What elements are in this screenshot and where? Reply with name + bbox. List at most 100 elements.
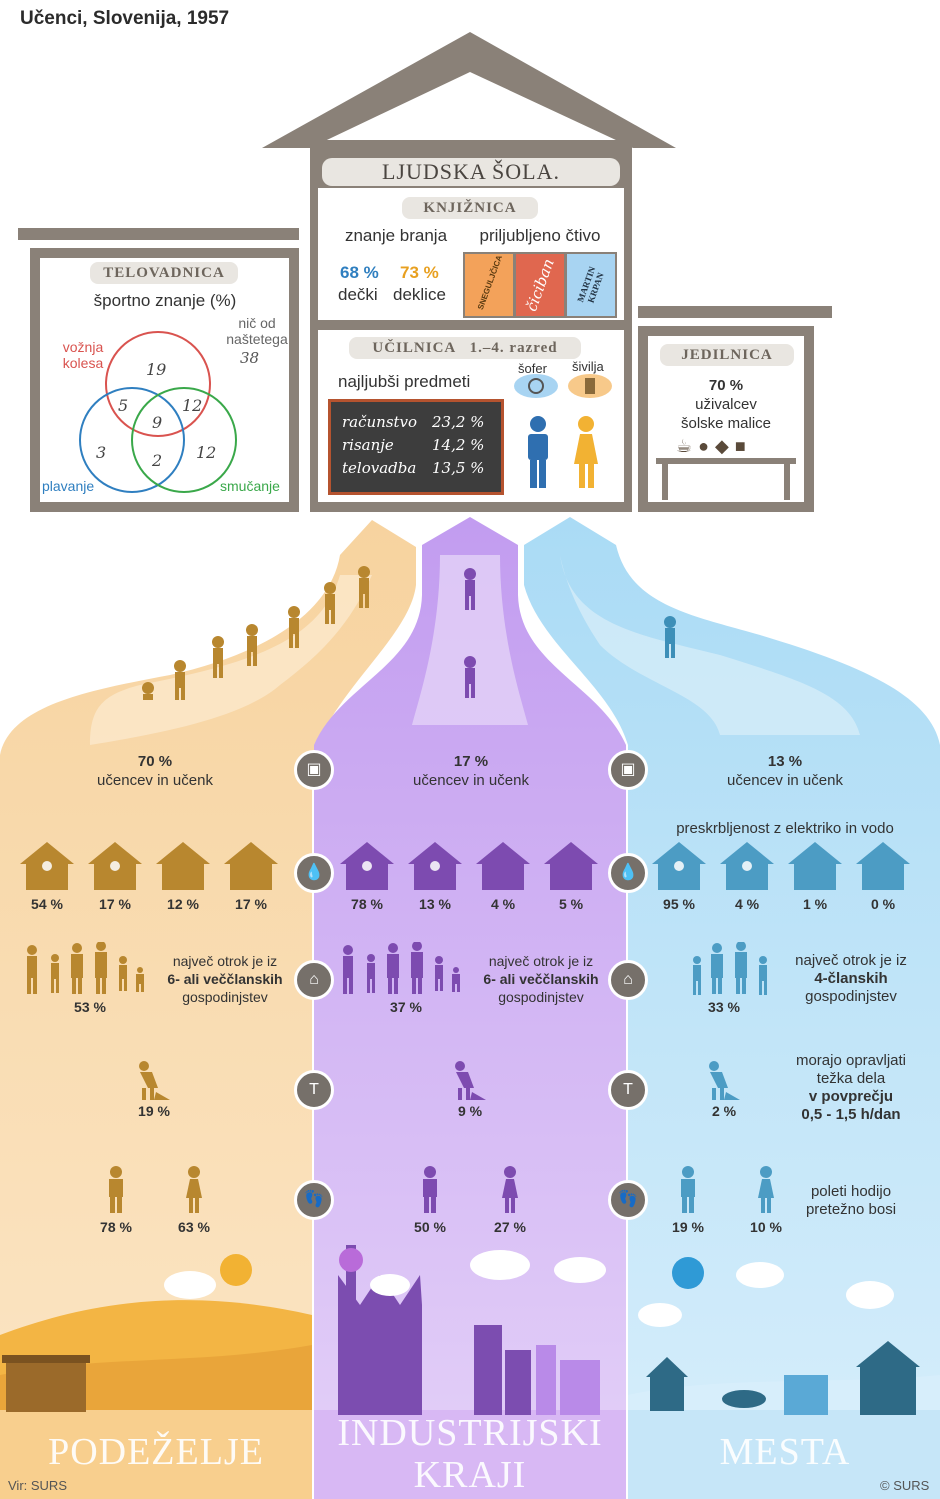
subject-name: telovadba [342, 459, 417, 477]
city-share-pct: 13 % [767, 753, 803, 770]
subject-value: 23,2 % [432, 413, 485, 431]
city-family-text: največ otrok je iz 4-članskih gospodinjs… [776, 952, 926, 1006]
sun-icon [220, 1254, 252, 1286]
subject-name: računstvo [342, 413, 418, 431]
hammer-icon: T [608, 1070, 648, 1110]
region-city: MESTA [719, 1431, 851, 1473]
family-text-line: gospodinjstev [805, 988, 897, 1005]
family-text-line: največ otrok je iz [172, 953, 278, 969]
family-text-line: gospodinjstev [498, 989, 584, 1005]
venn-none-value: 38 [240, 349, 260, 367]
venn-swimming-label: plavanje [42, 478, 95, 494]
utility-pct: 78 % [351, 896, 383, 912]
favorite-subjects-label: najljubši predmeti [338, 372, 471, 391]
venn-all-three: 9 [152, 413, 163, 432]
steering-wheel-icon [528, 378, 544, 394]
footprint-icon: 👣 [294, 1180, 334, 1220]
venn-swimming-skiing: 2 [152, 451, 163, 470]
rural-family-text: največ otrok je iz 6- ali veččlanskih go… [150, 952, 300, 1006]
venn-swimming-only: 3 [96, 443, 107, 462]
utility-pct: 17 % [99, 896, 131, 912]
walking-children [142, 566, 676, 700]
industrial-family-pct: 37 % [390, 999, 422, 1015]
industrial-work-pct: 9 % [457, 1103, 483, 1119]
school-bag-icon: ▣ [294, 750, 334, 790]
rural-boys-barefoot: 78 % [100, 1219, 132, 1235]
barefoot-text-line: pretežno bosi [805, 1201, 897, 1218]
boy-dream-label: šofer [518, 361, 547, 376]
book-martin-krpan: MARTIN KRPAN [565, 252, 617, 318]
boys-label: dečki [338, 285, 378, 304]
year-label: 1957 [438, 102, 502, 138]
family-figures [27, 942, 767, 995]
region-industrial: INDUSTRIJSKI KRAJI [337, 1412, 603, 1496]
utility-pct: 54 % [31, 896, 63, 912]
book-sneguljcica: SNEGULJČICA [463, 252, 515, 318]
industrial-girls-barefoot: 27 % [494, 1219, 526, 1235]
venn-cycling-swimming: 5 [118, 396, 129, 415]
book-ciciban: čiciban [514, 252, 566, 318]
utility-pct: 95 % [663, 896, 695, 912]
industrial-family-text: največ otrok je iz 6- ali veččlanskih go… [466, 952, 616, 1006]
thread-spool-icon [585, 378, 595, 394]
cup-icon: ☕ [676, 436, 699, 456]
rural-share-pct: 70 % [137, 753, 173, 770]
subject-value: 13,5 % [432, 459, 485, 477]
venn-skiing-only: 12 [196, 443, 217, 462]
girls-label: deklice [393, 285, 446, 304]
work-text-line: 0,5 - 1,5 h/dan [801, 1106, 901, 1123]
region-rural: PODEŽELJE [48, 1431, 264, 1473]
snack-icons: ☕●◆■ [676, 436, 752, 457]
rural-family-pct: 53 % [74, 999, 106, 1015]
family-text-line: 4-članskih [814, 970, 888, 987]
house-icon: ⌂ [294, 960, 334, 1000]
classroom-tag: UČILNICA 1.–4. razred [349, 337, 581, 359]
school-bag-icon: ▣ [608, 750, 648, 790]
utility-pct: 4 % [490, 896, 516, 912]
venn-cycling-skiing: 12 [182, 396, 203, 415]
utility-pct: 1 % [802, 896, 828, 912]
family-text-line: 6- ali veččlanskih [167, 971, 283, 987]
library-tag: KNJIŽNICA [402, 197, 538, 219]
city-family-pct: 33 % [708, 999, 740, 1015]
venn-cycling-label: vožnja kolesa [62, 339, 104, 371]
family-text-line: največ otrok je iz [488, 953, 594, 969]
dining-pct: 70 % [708, 377, 744, 394]
dining-line1: uživalcev [695, 396, 757, 413]
reading-label: znanje branja [344, 226, 448, 245]
city-share-label: učencev in učenk [727, 772, 843, 789]
book-title: SNEGULJČICA [475, 254, 505, 311]
sports-venn-diagram [79, 331, 237, 493]
family-text-line: 6- ali veččlanskih [483, 971, 599, 987]
rural-girls-barefoot: 63 % [178, 1219, 210, 1235]
house-icon: ⌂ [608, 960, 648, 1000]
source-note: Vir: SURS [8, 1478, 67, 1493]
city-girls-barefoot: 10 % [750, 1219, 782, 1235]
apple-icon: ● [698, 436, 716, 456]
girls-reading-pct: 73 % [400, 263, 439, 282]
utilities-label: preskrbljenost z elektriko in vodo [676, 820, 894, 837]
girl-dream-label: šivilja [572, 359, 604, 374]
subject-name: risanje [342, 436, 394, 454]
gym-subtitle: športno znanje (%) [93, 291, 237, 310]
venn-skiing-label: smučanje [220, 478, 280, 494]
rural-share-label: učencev in učenk [97, 772, 213, 789]
book-title: MARTIN KRPAN [575, 265, 606, 305]
industrial-share-label: učencev in učenk [413, 772, 529, 789]
subject-value: 14,2 % [432, 436, 485, 454]
page-title: Učenci, Slovenija, 1957 [20, 8, 230, 29]
utility-pct: 17 % [235, 896, 267, 912]
industrial-share-pct: 17 % [453, 753, 489, 770]
utility-pct: 4 % [734, 896, 760, 912]
city-work-pct: 2 % [711, 1103, 737, 1119]
utility-pct: 5 % [558, 896, 584, 912]
utility-houses [20, 842, 910, 890]
gym-tag: TELOVADNICA [90, 262, 238, 284]
blackboard [328, 399, 504, 495]
bread-icon: ■ [734, 436, 752, 456]
book-title: čiciban [522, 256, 558, 314]
cheese-icon: ◆ [715, 436, 735, 456]
rural-work-pct: 19 % [138, 1103, 170, 1119]
dining-tag: JEDILNICA [660, 344, 794, 366]
work-text-line: v povprečju [808, 1088, 894, 1105]
